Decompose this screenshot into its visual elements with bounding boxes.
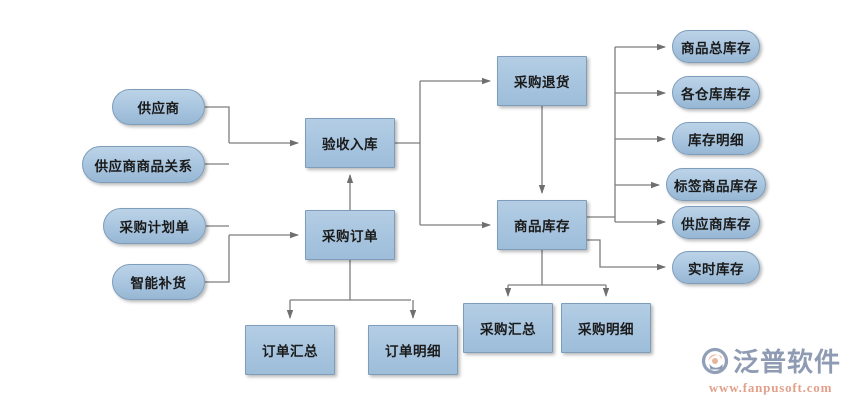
node-purchase_detail[interactable]: 采购明细 xyxy=(561,303,651,353)
watermark-logo: 泛普软件 www.fanpusoft.com xyxy=(700,342,841,396)
watermark-url: www.fanpusoft.com xyxy=(708,380,833,395)
node-order_summary[interactable]: 订单汇总 xyxy=(245,325,335,375)
node-supplier_goods[interactable]: 供应商商品关系 xyxy=(82,146,205,183)
node-purchase_return[interactable]: 采购退货 xyxy=(497,56,587,106)
watermark-brand-row: 泛普软件 xyxy=(700,342,841,379)
node-purchase_summary[interactable]: 采购汇总 xyxy=(463,303,553,353)
node-purchase_plan[interactable]: 采购计划单 xyxy=(103,208,206,244)
watermark-brand-text: 泛普软件 xyxy=(733,348,842,378)
edge-replenish-to-trunk2 xyxy=(205,235,230,283)
node-smart_replenish[interactable]: 智能补货 xyxy=(112,264,205,300)
node-order_detail[interactable]: 订单明细 xyxy=(368,325,458,375)
edge-supplier-to-trunk xyxy=(205,106,230,143)
node-total_stock[interactable]: 商品总库存 xyxy=(672,30,760,63)
node-goods_stock[interactable]: 商品库存 xyxy=(497,200,587,250)
fanpu-logo-icon xyxy=(700,346,730,376)
edge-to-realtime-stock xyxy=(587,239,666,271)
node-supplier_stock[interactable]: 供应商库存 xyxy=(672,206,760,239)
node-supplier[interactable]: 供应商 xyxy=(112,89,205,125)
node-stock_detail[interactable]: 库存明细 xyxy=(672,122,760,155)
node-purchase_order[interactable]: 采购订单 xyxy=(305,210,395,260)
node-warehouse_stock[interactable]: 各仓库库存 xyxy=(672,76,760,109)
node-receiving[interactable]: 验收入库 xyxy=(305,118,395,168)
edge-receiving-up-stem xyxy=(395,81,421,144)
node-realtime_stock[interactable]: 实时库存 xyxy=(672,251,760,284)
node-tag_goods_stock[interactable]: 标签商品库存 xyxy=(666,168,766,201)
